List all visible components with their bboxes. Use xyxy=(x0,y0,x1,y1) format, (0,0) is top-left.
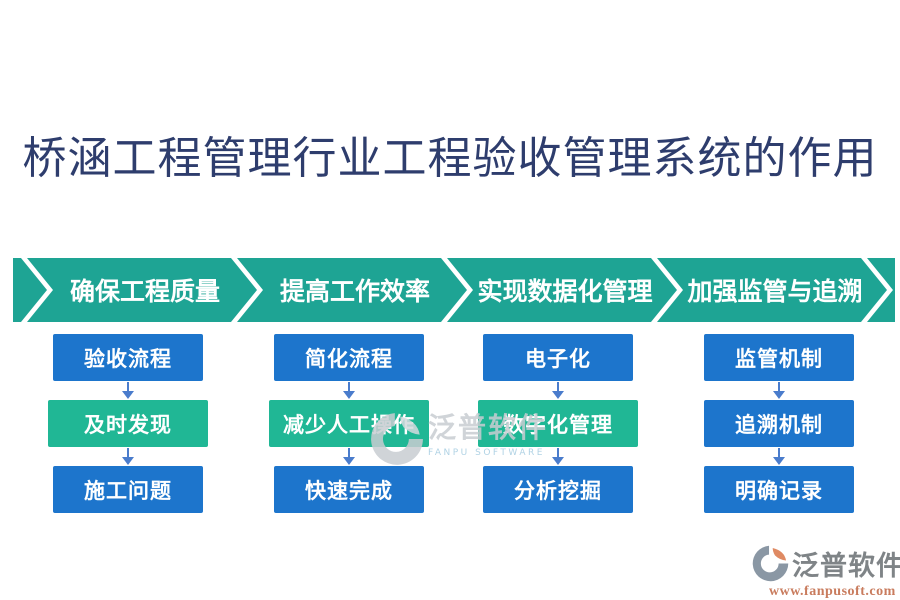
fanpu-logo-icon xyxy=(752,545,789,582)
banner-ensure-quality: 确保工程质量 xyxy=(27,258,257,322)
banner-label: 确保工程质量 xyxy=(69,279,220,306)
banner-data-management: 实现数据化管理 xyxy=(447,258,677,322)
step-columns: 验收流程 及时发现 施工问题 简化流程 减少人工操作 快速完成 电子化 数字化管… xyxy=(0,334,900,514)
down-arrow-icon xyxy=(122,447,134,466)
step-box: 快速完成 xyxy=(274,466,424,513)
down-arrow-icon xyxy=(343,381,355,400)
fanpu-watermark: 泛普软件 FANPU SOFTWARE xyxy=(370,406,548,466)
step-box: 分析挖掘 xyxy=(483,466,633,513)
step-box: 施工问题 xyxy=(53,466,203,513)
step-box: 及时发现 xyxy=(48,400,208,447)
banner-supervision-trace: 加强监管与追溯 xyxy=(657,258,887,322)
down-arrow-icon xyxy=(122,381,134,400)
down-arrow-icon xyxy=(552,381,564,400)
banner-row: 确保工程质量 提高工作效率 实现数据化管理 加强监管与追溯 xyxy=(13,258,895,322)
step-box: 验收流程 xyxy=(53,334,203,381)
down-arrow-icon xyxy=(773,447,785,466)
page-title: 桥涵工程管理行业工程验收管理系统的作用 xyxy=(22,134,878,183)
step-box: 数字化管理 xyxy=(478,400,638,447)
step-box: 简化流程 xyxy=(274,334,424,381)
down-arrow-icon xyxy=(552,447,564,466)
column-ensure-quality: 验收流程 及时发现 施工问题 xyxy=(48,334,208,513)
down-arrow-icon xyxy=(773,381,785,400)
column-data-management: 电子化 数字化管理 分析挖掘 xyxy=(478,334,638,513)
column-improve-efficiency: 简化流程 减少人工操作 快速完成 xyxy=(269,334,429,513)
watermark-subtitle: FANPU SOFTWARE xyxy=(428,448,545,458)
step-box: 监管机制 xyxy=(704,334,854,381)
banner-improve-efficiency: 提高工作效率 xyxy=(237,258,467,322)
banner-label: 实现数据化管理 xyxy=(477,279,653,306)
column-supervision-trace: 监管机制 追溯机制 明确记录 xyxy=(704,334,854,513)
watermark-text: 泛普软件 FANPU SOFTWARE xyxy=(428,406,548,458)
fanpu-logo-watermark-icon xyxy=(371,413,423,465)
banner-label: 提高工作效率 xyxy=(279,279,430,306)
down-arrow-icon xyxy=(343,447,355,466)
footer-brand-name: 泛普软件 xyxy=(792,551,900,581)
step-box: 追溯机制 xyxy=(704,400,854,447)
watermark-brand: 泛普软件 xyxy=(428,413,549,444)
banner-label: 加强监管与追溯 xyxy=(687,279,863,306)
footer-brand: 泛普软件 www.fanpusoft.com xyxy=(752,544,900,600)
step-box: 明确记录 xyxy=(704,466,854,513)
step-box: 电子化 xyxy=(483,334,633,381)
footer-brand-url: www.fanpusoft.com xyxy=(769,584,896,599)
